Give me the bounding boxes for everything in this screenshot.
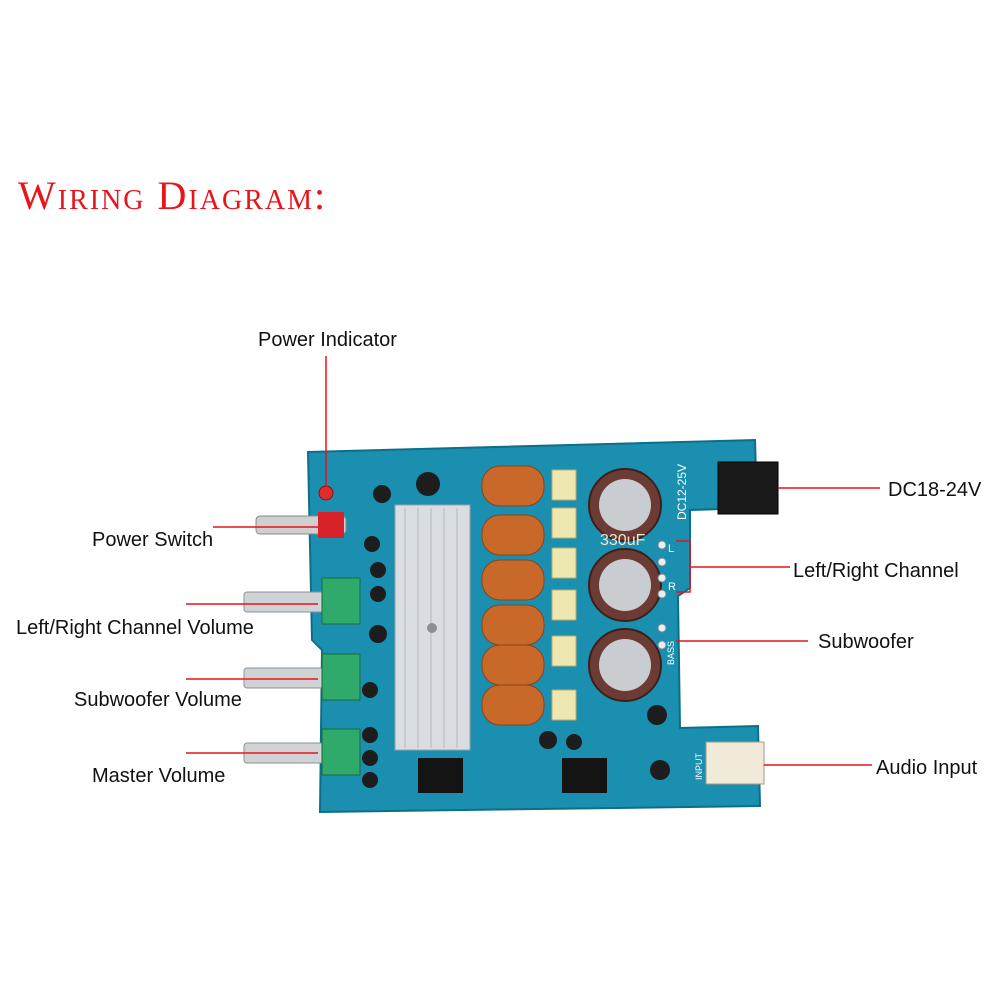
power-led <box>318 485 334 501</box>
input-label: INPUT <box>694 752 704 780</box>
small-capacitors <box>362 472 670 788</box>
label-power-switch: Power Switch <box>92 529 214 551</box>
pot-master-volume[interactable] <box>243 728 361 776</box>
pot-lr-volume[interactable] <box>243 577 361 625</box>
label-subwoofer: Subwoofer <box>818 631 914 653</box>
label-lr-channel-volume: Left/Right Channel Volume <box>16 617 254 639</box>
bass-mark: BASS <box>666 641 676 665</box>
pot-subwoofer-volume[interactable] <box>243 653 361 701</box>
label-master-volume: Master Volume <box>92 765 226 787</box>
callout-lines <box>186 356 880 766</box>
film-capacitors <box>551 469 577 721</box>
power-switch-red-body <box>318 512 344 538</box>
label-subwoofer-volume: Subwoofer Volume <box>74 689 242 711</box>
page-title: Wiring Diagram: <box>18 173 328 218</box>
label-power-indicator: Power Indicator <box>258 329 397 351</box>
inductor-coils <box>481 465 545 726</box>
dc-rating-text: DC12-25V <box>675 464 689 520</box>
dc-jack <box>717 461 779 515</box>
right-mark: R <box>668 581 676 593</box>
label-audio-input: Audio Input <box>876 757 978 779</box>
label-lr-channel: Left/Right Channel <box>793 560 959 582</box>
electrolytic-capacitors <box>588 468 662 702</box>
label-dc-input: DC18-24V <box>888 479 982 501</box>
cap-value-text: 330uF <box>600 532 646 549</box>
heatsink-screw <box>427 623 437 633</box>
audio-input-connector <box>705 741 765 785</box>
ic-chip-2 <box>562 758 607 793</box>
left-mark: L <box>668 543 674 555</box>
output-terminals <box>657 540 667 650</box>
ic-chip-1 <box>418 758 463 793</box>
